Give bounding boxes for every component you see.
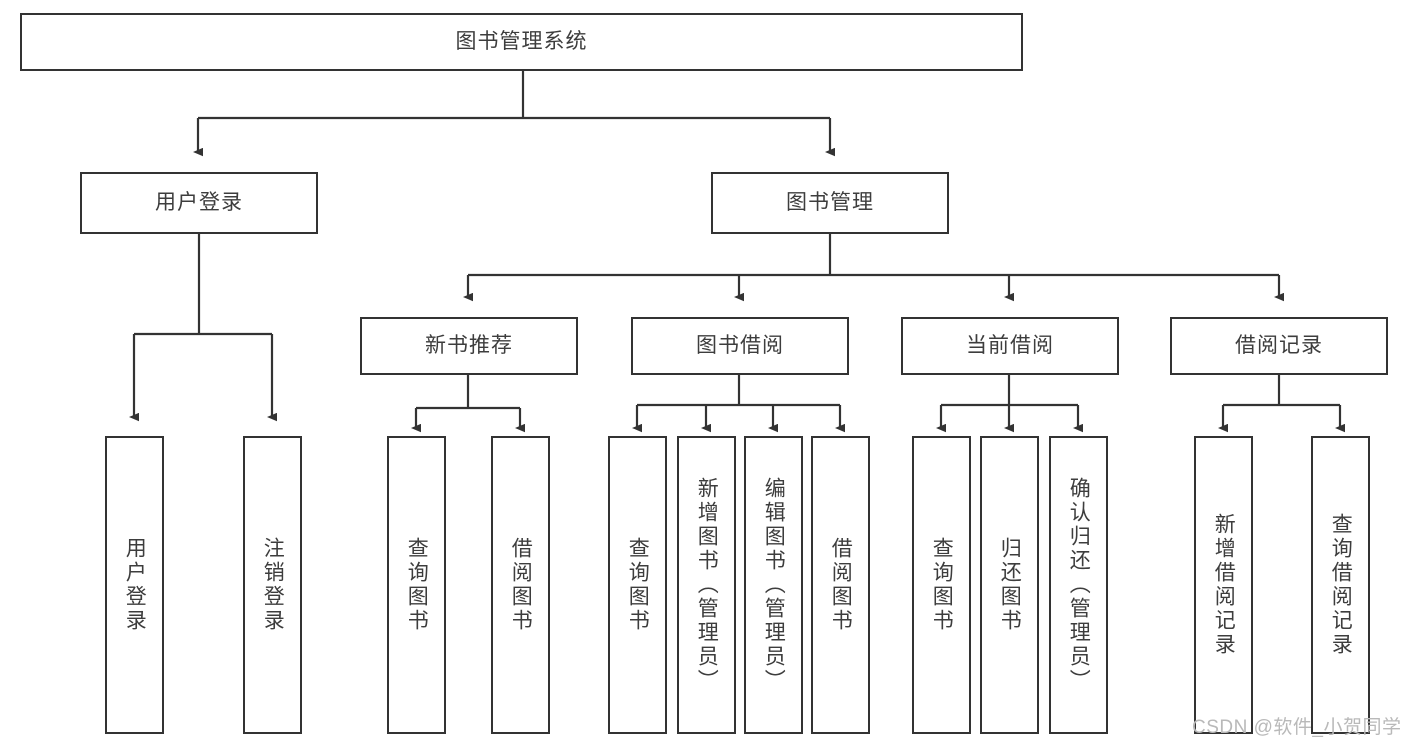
node-root[interactable]: 图书管理系统 — [20, 13, 1023, 71]
node-borrow-record[interactable]: 借阅记录 — [1170, 317, 1388, 375]
node-root-label: 图书管理系统 — [455, 30, 588, 54]
node-leaf-query-book-1[interactable]: 查询图书 — [387, 436, 446, 734]
watermark: CSDN @软件_小贺同学 — [1192, 717, 1402, 738]
node-leaf-query-book-1-label: 查询图书 — [405, 537, 429, 633]
node-book-manage[interactable]: 图书管理 — [711, 172, 949, 234]
node-leaf-query-book-3-label: 查询图书 — [930, 537, 954, 633]
node-leaf-return-book-label: 归还图书 — [998, 537, 1022, 633]
node-leaf-user-login[interactable]: 用户登录 — [105, 436, 164, 734]
node-user-login-label: 用户登录 — [155, 191, 243, 215]
node-leaf-add-record[interactable]: 新增借阅记录 — [1194, 436, 1253, 734]
node-borrow-record-label: 借阅记录 — [1235, 334, 1323, 358]
node-leaf-query-book-3[interactable]: 查询图书 — [912, 436, 971, 734]
node-book-manage-label: 图书管理 — [786, 191, 874, 215]
node-leaf-confirm-return[interactable]: 确认归还（管理员） — [1049, 436, 1108, 734]
node-leaf-return-book[interactable]: 归还图书 — [980, 436, 1039, 734]
node-leaf-borrow-book-1[interactable]: 借阅图书 — [491, 436, 550, 734]
node-leaf-edit-book[interactable]: 编辑图书（管理员） — [744, 436, 803, 734]
node-leaf-add-record-label: 新增借阅记录 — [1212, 513, 1236, 657]
node-new-book-rec-label: 新书推荐 — [425, 334, 513, 358]
node-leaf-borrow-book-2-label: 借阅图书 — [829, 537, 853, 633]
node-current-borrow[interactable]: 当前借阅 — [901, 317, 1119, 375]
node-leaf-query-book-2[interactable]: 查询图书 — [608, 436, 667, 734]
node-leaf-user-login-label: 用户登录 — [123, 537, 147, 633]
node-book-borrow-label: 图书借阅 — [696, 334, 784, 358]
node-new-book-rec[interactable]: 新书推荐 — [360, 317, 578, 375]
node-leaf-add-book[interactable]: 新增图书（管理员） — [677, 436, 736, 734]
node-leaf-query-record[interactable]: 查询借阅记录 — [1311, 436, 1370, 734]
node-leaf-query-record-label: 查询借阅记录 — [1329, 513, 1353, 657]
node-leaf-add-book-label: 新增图书（管理员） — [695, 477, 719, 693]
node-leaf-logout-label: 注销登录 — [261, 537, 285, 633]
node-current-borrow-label: 当前借阅 — [966, 334, 1054, 358]
node-book-borrow[interactable]: 图书借阅 — [631, 317, 849, 375]
node-user-login[interactable]: 用户登录 — [80, 172, 318, 234]
node-leaf-edit-book-label: 编辑图书（管理员） — [762, 477, 786, 693]
node-leaf-borrow-book-2[interactable]: 借阅图书 — [811, 436, 870, 734]
node-leaf-confirm-return-label: 确认归还（管理员） — [1067, 477, 1091, 693]
node-leaf-logout[interactable]: 注销登录 — [243, 436, 302, 734]
node-leaf-query-book-2-label: 查询图书 — [626, 537, 650, 633]
node-leaf-borrow-book-1-label: 借阅图书 — [509, 537, 533, 633]
